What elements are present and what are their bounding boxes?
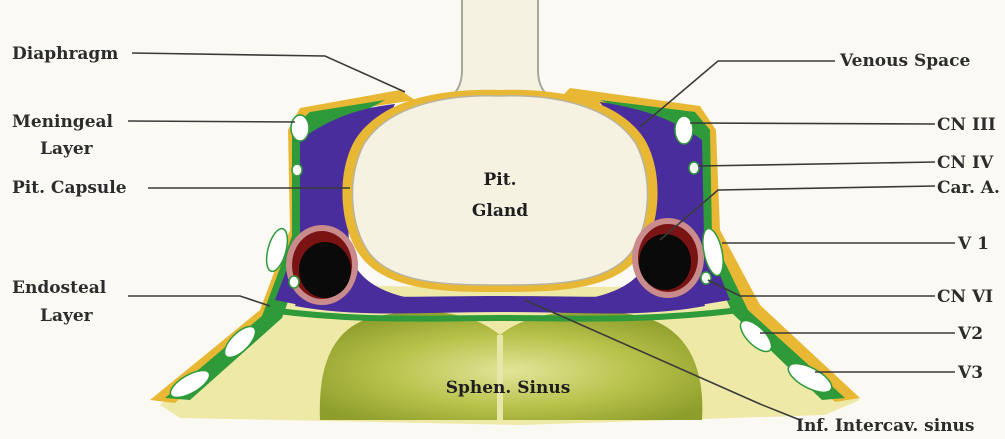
left-carotid-lumen [299,242,351,298]
label-cn6: CN VI [937,287,993,307]
label-pit-gland-line1: Pit. [483,170,516,190]
left-cn6 [289,276,299,288]
left-cn4 [292,164,302,176]
label-venous-space: Venous Space [839,51,971,71]
leader-cn3 [690,123,935,124]
leader-cn4 [698,162,935,166]
label-v3: V3 [957,363,983,383]
label-v2: V2 [957,324,983,344]
left-cn3 [291,115,309,141]
label-meningeal-line1: Meningeal [12,112,114,132]
pituitary-gland [353,96,648,285]
right-cn4 [689,162,699,174]
label-car-a: Car. A. [937,178,1000,198]
leader-endosteal [128,296,270,306]
label-endosteal-line2: Layer [40,306,94,326]
right-carotid-lumen [639,234,691,290]
label-diaphragm: Diaphragm [12,44,118,64]
label-pit-gland-line2: Gland [472,201,528,221]
label-v1: V 1 [957,234,989,254]
pituitary-stalk [440,0,560,102]
leader-meningeal [128,121,295,122]
label-cn3: CN III [937,115,996,135]
label-inf-intercav: Inf. Intercav. sinus [796,416,974,436]
leader-diaphragm [132,53,405,92]
right-cn3 [675,116,693,144]
label-meningeal-line2: Layer [40,139,94,159]
right-cn6 [701,272,711,284]
label-pit-capsule: Pit. Capsule [12,178,127,198]
label-cn4: CN IV [937,153,994,173]
label-endosteal-line1: Endosteal [12,278,107,298]
label-sphen-sinus: Sphen. Sinus [446,378,571,398]
